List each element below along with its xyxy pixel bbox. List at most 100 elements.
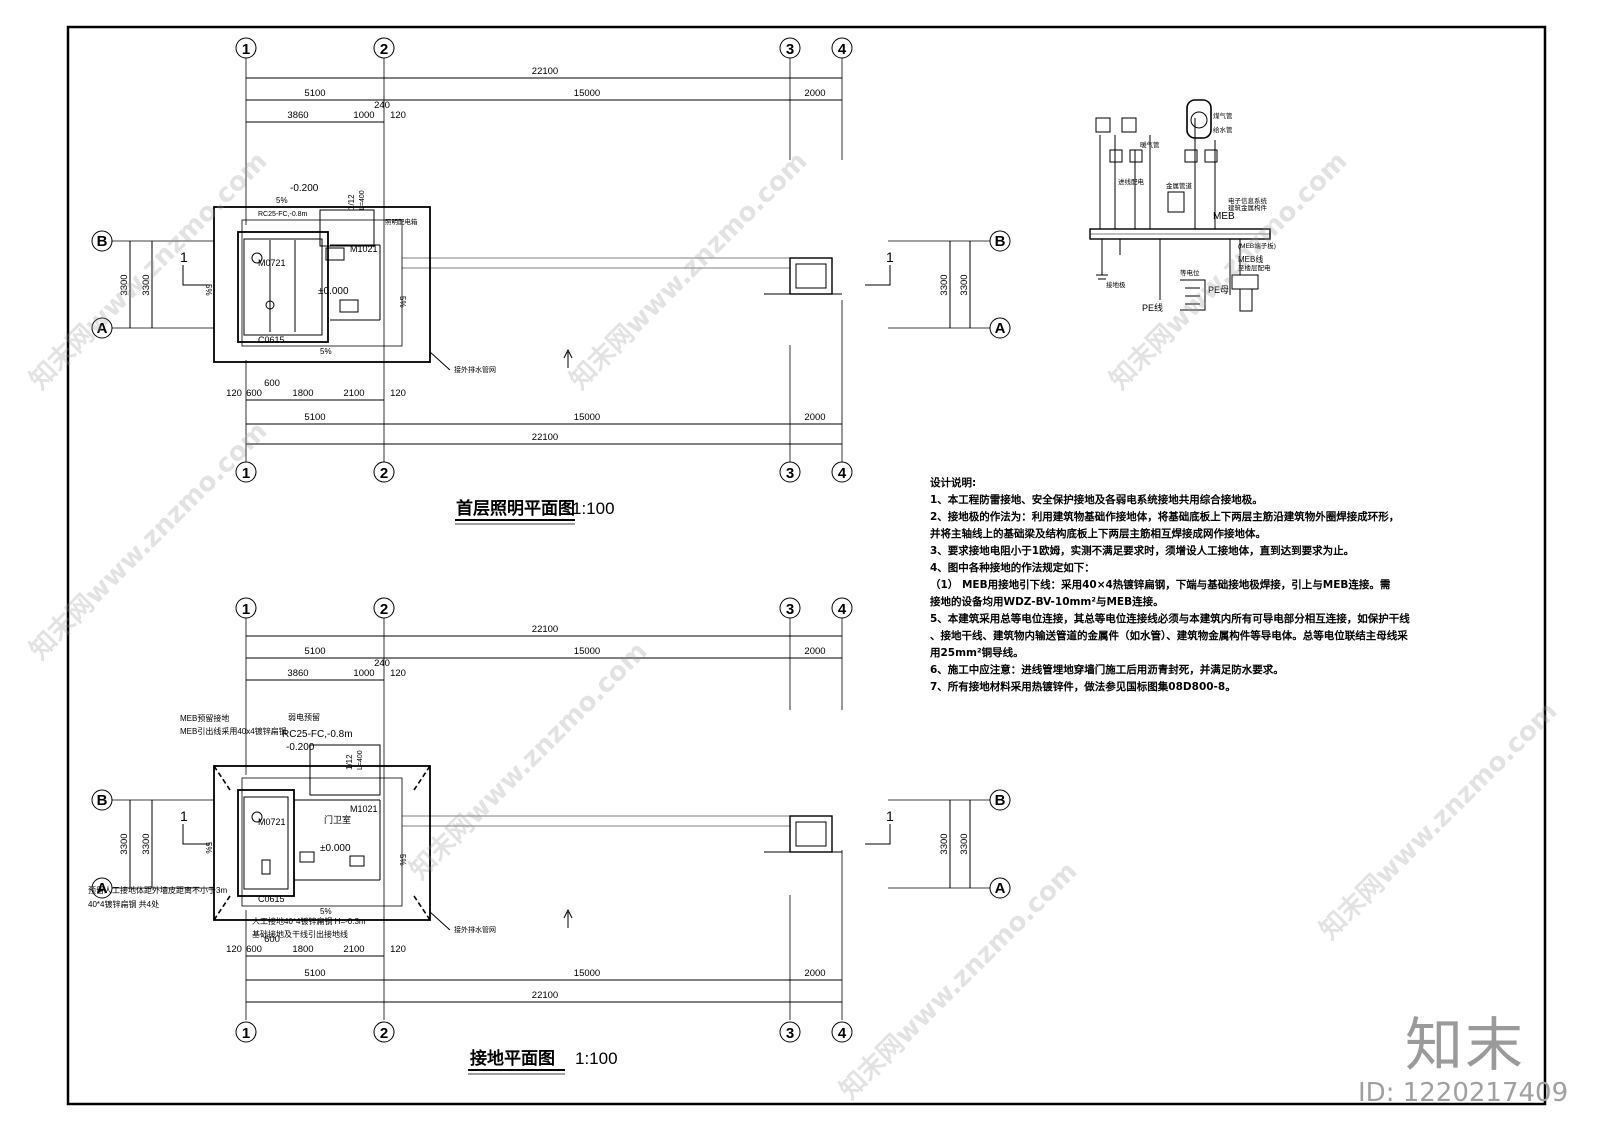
axis-yA: A <box>97 320 108 337</box>
note-line: 接地的设备均用WDZ-BV-10mm²与MEB连接。 <box>930 596 1164 608</box>
axis-x2: 2 <box>380 41 388 58</box>
dim-seg: 5100 <box>304 646 325 657</box>
brand-logo: 知末 <box>1405 1011 1526 1079</box>
meb-label: 等电位 <box>1180 268 1200 277</box>
meb-label: MEB引出线采用40x4镀锌扁钢 <box>180 726 287 736</box>
door-label: M0721 <box>258 817 286 827</box>
slope-label: 5% <box>204 284 213 296</box>
note-line: 用25mm²铜导线。 <box>930 647 1024 659</box>
dim-sub: 1800 <box>292 388 313 399</box>
dim-vertical: 3300 <box>959 274 970 295</box>
plan-title: 首层照明平面图 <box>456 498 575 518</box>
note-line: （1） MEB用接地引下线：采用40×4热镀锌扁钢，下端与基础接地极焊接，引上与… <box>930 579 1391 591</box>
dim-sub: 120 <box>390 944 406 955</box>
door-label: M0721 <box>258 258 286 268</box>
axis-x3: 3 <box>786 41 794 58</box>
axis-x3: 3 <box>786 1025 794 1042</box>
axis-x1: 1 <box>242 41 250 58</box>
lighting-plan <box>110 58 990 462</box>
labels-top: 1 1 -0.200 RC25-FC,-0.8m 5% M1021 M0721 … <box>180 183 894 374</box>
ground-note: 人工接地40*4镀锌扁钢 H=-0.3m <box>252 916 366 926</box>
note-line: 6、施工中应注意：进线管埋地穿墙门施工后用沥青封死，并满足防水要求。 <box>930 664 1284 676</box>
length-label: L=400 <box>359 190 366 210</box>
labels-bottom: 1 1 弱电预留 RC25-FC,-0.8m -0.200 MEB预留接地 ME… <box>88 712 894 939</box>
level-label: -0.200 <box>286 742 315 753</box>
dim-seg: 15000 <box>574 646 600 657</box>
ratio-label: 1/12 <box>345 754 354 770</box>
meb-label: 金属管道 <box>1166 181 1193 190</box>
axis-x1: 1 <box>242 1025 250 1042</box>
slope-label: 5% <box>320 347 332 356</box>
meb-label: 建筑金属构件 <box>1228 203 1268 212</box>
dim-seg: 2000 <box>804 88 825 99</box>
axis-x4: 4 <box>838 1025 847 1042</box>
cable-label: RC25-FC,-0.8m <box>282 729 353 740</box>
axis-yB: B <box>97 792 108 809</box>
room-label: 门卫室 <box>324 814 351 825</box>
meb-label: MEB预留接地 <box>180 713 229 723</box>
axis-x1: 1 <box>242 601 250 618</box>
dim-sub: 2100 <box>343 944 364 955</box>
dim-seg: 2000 <box>804 968 825 979</box>
length-label: L=400 <box>357 750 364 770</box>
window-label: C0615 <box>258 335 285 345</box>
drain-label: 接外排水管网 <box>454 925 496 934</box>
title-bottom: 接地平面图 1:100 <box>468 1048 618 1075</box>
dim-seg: 2000 <box>804 646 825 657</box>
axis-x1: 1 <box>242 465 250 482</box>
drain-label: 接外排水管网 <box>454 365 496 374</box>
note-line: 1、本工程防雷接地、安全保护接地及各弱电系统接地共用综合接地极。 <box>930 494 1263 506</box>
north-arrow-icon <box>563 348 573 928</box>
dim-vertical: 3300 <box>939 274 950 295</box>
note-line: 2、接地极的作法为：利用建筑物基础作接地体，将基础底板上下两层主筋沿建筑物外圈焊… <box>930 511 1400 523</box>
dim-total: 22100 <box>532 990 558 1001</box>
slope-label: 5% <box>204 842 213 854</box>
dim-vertical: 3300 <box>141 274 152 295</box>
plan-scale: 1:100 <box>572 499 615 518</box>
meb-labels: MEB (MEB端子板) MEB线 PE线 PE母 至楼层配电 电子信息系统 建… <box>1106 111 1276 313</box>
ground-note: 40*4镀锌扁钢 共4处 <box>88 899 159 909</box>
section-mark: 1 <box>886 249 894 265</box>
dim-seg: 2000 <box>804 412 825 423</box>
dim-sub: 120 <box>226 388 242 399</box>
dim-vertical: 3300 <box>119 274 130 295</box>
slope-label: 5% <box>398 296 407 308</box>
dim-sub: 3860 <box>287 668 308 679</box>
dim-vertical: 3300 <box>939 833 950 854</box>
meb-label: 给水管 <box>1213 125 1233 134</box>
dim-seg: 5100 <box>304 968 325 979</box>
axis-yA: A <box>97 880 108 897</box>
image-id: ID: 1220217409 <box>1358 1078 1569 1108</box>
dim-vertical: 3300 <box>119 833 130 854</box>
dim-sub: 240 <box>374 658 390 669</box>
axis-x4: 4 <box>838 465 847 482</box>
dim-seg: 15000 <box>574 968 600 979</box>
dim-sub: 600 <box>246 944 262 955</box>
title-top: 首层照明平面图 1:100 <box>455 498 615 525</box>
meb-label: PE线 <box>1142 302 1163 313</box>
dim-sub: 2100 <box>343 388 364 399</box>
dim-vertical: 3300 <box>959 833 970 854</box>
weak-label: 弱电预留 <box>288 712 320 722</box>
notes-heading: 设计说明: <box>930 477 977 489</box>
axis-bubbles-top <box>91 37 1011 483</box>
meb-label: 煤气管 <box>1213 111 1233 120</box>
dim-seg: 5100 <box>304 88 325 99</box>
axis-x3: 3 <box>786 465 794 482</box>
dim-seg: 15000 <box>574 88 600 99</box>
dim-sub: 120 <box>226 944 242 955</box>
note-line: 并将主轴线上的基础梁及结构底板上下两层主筋相互焊接成网作接地体。 <box>930 528 1266 540</box>
ground-note: 基础接地及干线引出接地线 <box>252 929 348 939</box>
axis-yA: A <box>995 880 1006 897</box>
axis-yB: B <box>97 233 108 250</box>
dim-sub: 120 <box>390 388 406 399</box>
note-line: 7、所有接地材料采用热镀锌件，做法参见国标图集08D800-8。 <box>930 681 1236 693</box>
meb-label: (MEB端子板) <box>1238 241 1276 250</box>
axis-x4: 4 <box>838 41 847 58</box>
dim-sub: 1000 <box>353 110 374 121</box>
meb-label: 暖气管 <box>1140 140 1160 149</box>
dim-sub: 600 <box>264 378 280 389</box>
cable-label: RC25-FC,-0.8m <box>258 211 308 218</box>
ground-note: 预留人工接地体距外墙皮距离不小于3m <box>88 885 227 895</box>
